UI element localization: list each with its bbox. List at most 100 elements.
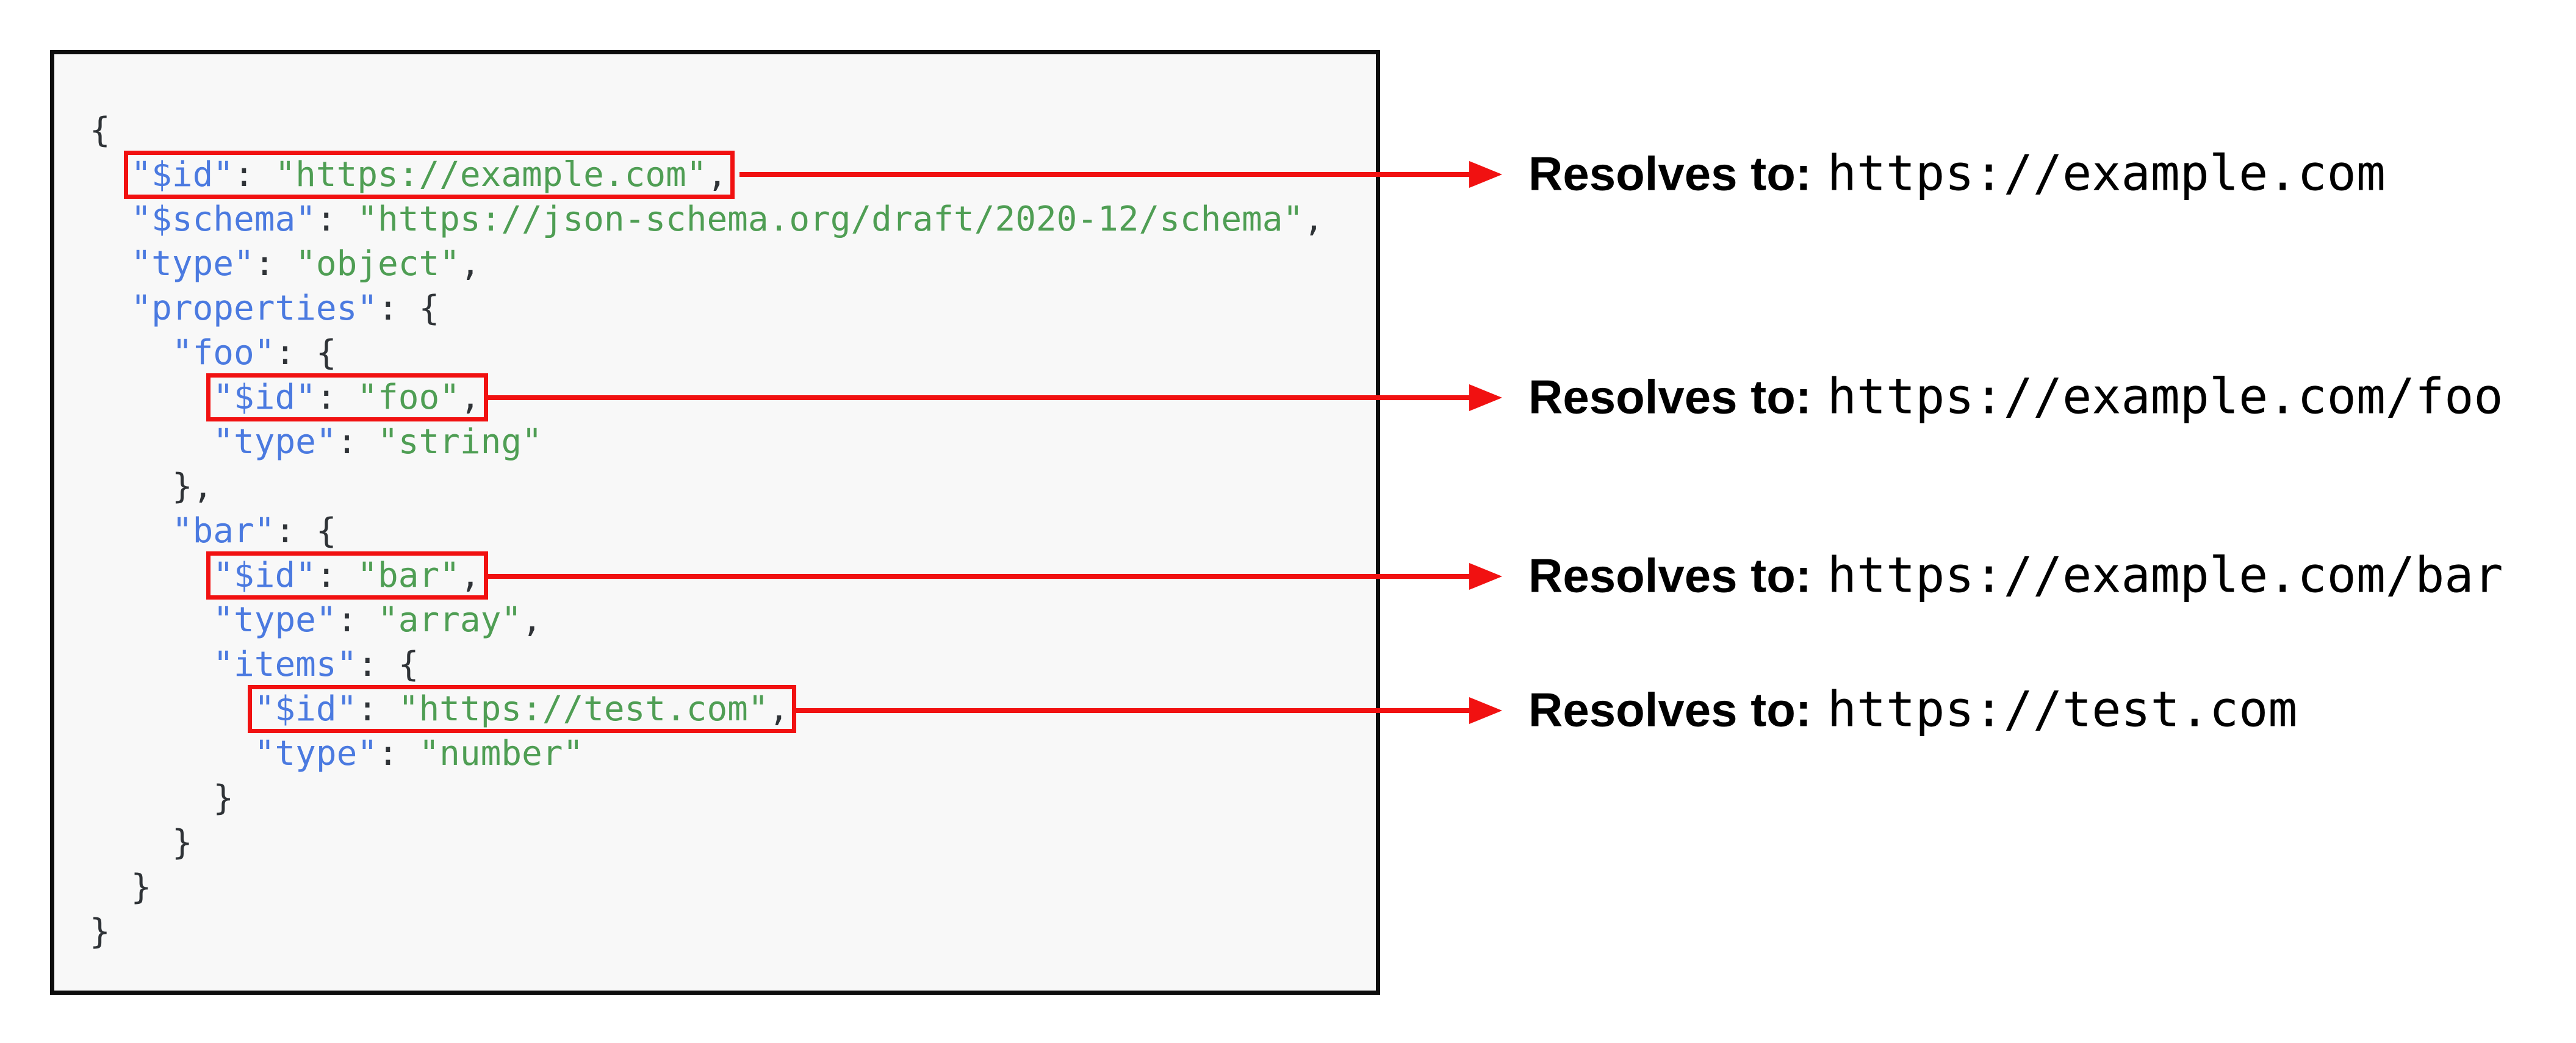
annotation-resolved-uri: https://example.com/bar	[1827, 547, 2503, 604]
code-token-punct: : {	[357, 645, 419, 684]
code-token-punct: ,	[522, 600, 542, 640]
code-token-punct: },	[171, 467, 214, 506]
code-token-key: "$schema"	[131, 199, 316, 239]
code-line: {	[90, 108, 1376, 152]
code-token-string: "array"	[378, 600, 522, 640]
code-line-content: }	[90, 909, 110, 954]
code-token-punct: :	[336, 422, 378, 462]
code-line-content: "foo": {	[172, 331, 337, 375]
annotation-row-2: Resolves to: https://example.com/foo	[1528, 368, 2503, 425]
code-token-punct: :	[315, 556, 358, 595]
code-line-content: "$id": "https://test.com",	[247, 685, 797, 733]
code-line: },	[90, 464, 1376, 509]
code-token-key: "type"	[131, 244, 254, 284]
code-token-key: "foo"	[171, 333, 275, 373]
code-token-punct: :	[315, 378, 358, 417]
code-line: }	[90, 776, 1376, 820]
code-line: }	[90, 909, 1376, 954]
code-line: "type": "object",	[90, 242, 1376, 286]
code-line-content: "$id": "https://example.com",	[124, 151, 735, 199]
code-token-key: "$id"	[213, 556, 316, 595]
code-token-key: "type"	[213, 600, 337, 640]
annotation-label: Resolves to:	[1528, 370, 1811, 424]
code-line: "type": "array",	[90, 598, 1376, 642]
code-token-punct: :	[336, 600, 378, 640]
code-token-punct: : {	[275, 333, 337, 373]
resolution-arrow-4	[796, 697, 1502, 724]
code-line-content: "$id": "foo",	[206, 373, 488, 421]
code-token-punct: ,	[707, 155, 728, 195]
code-line: }	[90, 865, 1376, 909]
code-line-content: },	[172, 464, 213, 509]
code-token-key: "type"	[254, 734, 378, 773]
code-line: "type": "string"	[90, 420, 1376, 464]
code-line-content: }	[172, 820, 193, 865]
code-token-punct: :	[315, 199, 358, 239]
code-line-content: "type": "array",	[213, 598, 542, 642]
annotation-resolved-uri: https://test.com	[1827, 681, 2298, 738]
annotation-resolved-uri: https://example.com	[1827, 145, 2386, 202]
code-token-punct: }	[213, 778, 234, 818]
code-token-string: "string"	[378, 422, 542, 462]
code-token-punct: ,	[459, 378, 481, 417]
code-line-content: "type": "string"	[213, 420, 542, 464]
resolution-arrow-2	[487, 384, 1502, 411]
code-token-punct: :	[357, 689, 398, 729]
code-token-punct: ,	[459, 244, 481, 284]
code-token-punct: }	[90, 912, 110, 952]
code-token-punct: {	[90, 110, 110, 150]
code-token-punct: :	[234, 155, 275, 195]
code-line: "$schema": "https://json-schema.org/draf…	[90, 197, 1376, 242]
json-code-block: { "$id": "https://example.com", "$schema…	[54, 54, 1376, 991]
code-line: "items": {	[90, 642, 1376, 687]
code-line-content: "bar": {	[172, 509, 337, 553]
code-token-key: "items"	[213, 645, 358, 684]
code-line-content: {	[90, 108, 110, 152]
code-line: "bar": {	[90, 509, 1376, 553]
code-line: "properties": {	[90, 286, 1376, 331]
code-line-content: "type": "object",	[131, 242, 480, 286]
code-token-punct: :	[254, 244, 296, 284]
code-line-content: "$schema": "https://json-schema.org/draf…	[131, 197, 1323, 242]
code-token-string: "number"	[419, 734, 584, 773]
code-token-punct: : {	[275, 511, 337, 551]
code-line-content: }	[213, 776, 234, 820]
code-token-string: "foo"	[357, 378, 460, 417]
code-token-punct: ,	[1303, 199, 1324, 239]
annotation-label: Resolves to:	[1528, 146, 1811, 201]
code-token-string: "https://example.com"	[275, 155, 707, 195]
code-line-content: "$id": "bar",	[206, 551, 488, 600]
annotation-row-1: Resolves to: https://example.com	[1528, 145, 2386, 202]
annotation-row-4: Resolves to: https://test.com	[1528, 681, 2297, 738]
annotation-row-3: Resolves to: https://example.com/bar	[1528, 547, 2503, 604]
annotation-label: Resolves to:	[1528, 548, 1811, 603]
resolution-arrow-3	[487, 563, 1502, 590]
code-line-content: }	[131, 865, 151, 909]
code-token-key: "$id"	[213, 378, 316, 417]
code-token-string: "bar"	[357, 556, 460, 595]
code-token-punct: : {	[378, 289, 440, 328]
code-token-punct: ,	[459, 556, 481, 595]
code-token-key: "type"	[213, 422, 337, 462]
annotation-label: Resolves to:	[1528, 683, 1811, 737]
code-token-string: "https://json-schema.org/draft/2020-12/s…	[357, 199, 1304, 239]
resolution-arrow-1	[739, 161, 1502, 188]
code-line: "foo": {	[90, 331, 1376, 375]
code-token-string: "object"	[295, 244, 460, 284]
code-token-key: "$id"	[131, 155, 234, 195]
code-token-key: "$id"	[254, 689, 358, 729]
code-token-punct: }	[171, 823, 193, 862]
code-line-content: "items": {	[213, 642, 419, 687]
code-token-string: "https://test.com"	[398, 689, 769, 729]
code-token-punct: }	[131, 867, 152, 907]
code-line: "type": "number"	[90, 731, 1376, 776]
code-token-key: "properties"	[131, 289, 378, 328]
code-panel: { "$id": "https://example.com", "$schema…	[50, 50, 1380, 995]
code-line-content: "type": "number"	[254, 731, 583, 776]
annotation-resolved-uri: https://example.com/foo	[1827, 368, 2503, 425]
code-line: }	[90, 820, 1376, 865]
code-token-punct: :	[378, 734, 419, 773]
code-token-punct: ,	[768, 689, 790, 729]
code-token-key: "bar"	[171, 511, 275, 551]
